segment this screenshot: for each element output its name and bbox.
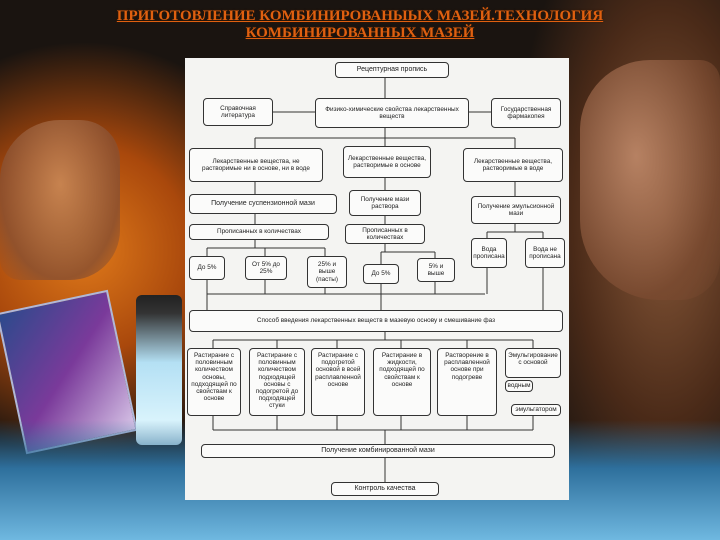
method-4-box: Растирание в жидкости, подходящей по сво… <box>373 348 431 416</box>
slide-title-line2: КОМБИНИРОВАННЫХ МАЗЕЙ <box>245 25 475 41</box>
flowchart-connectors <box>206 78 544 482</box>
water-not-prescribed-box: Вода не прописана <box>525 238 565 268</box>
water-prescribed-box: Вода прописана <box>471 238 507 268</box>
from-5-to-25-box: От 5% до 25% <box>245 256 287 280</box>
method-6-emulsifier-box: эмульгатором <box>511 404 561 416</box>
method-6-water-box: водным <box>505 380 533 392</box>
combined-box: Получение комбинированной мази <box>201 444 555 458</box>
method-1-box: Растирание с половинным количеством осно… <box>187 348 241 416</box>
method-6-box: Эмульгирование с основой <box>505 348 561 378</box>
flowchart-panel: Рецептурная пропись Справочная литератур… <box>185 58 569 500</box>
up-to-5-mid-box: До 5% <box>363 264 399 284</box>
prescribed-left-box: Прописанных в количествах <box>189 224 329 240</box>
recipe-box: Рецептурная пропись <box>335 62 449 78</box>
method-2-box: Растирание с половинным количеством подх… <box>249 348 305 416</box>
insoluble-box: Лекарственные вещества, не растворимые н… <box>189 148 323 182</box>
pharmacopoeia-box: Государственная фармакопея <box>491 98 561 128</box>
slide-title-line1: ПРИГОТОВЛЕНИЕ КОМБИНИРОВАНЫЫХ МАЗЕЙ.ТЕХН… <box>116 8 604 24</box>
reference-box: Справочная литература <box>203 98 273 126</box>
method-box: Способ введения лекарственных веществ в … <box>189 310 563 332</box>
up-to-5-left-box: До 5% <box>189 256 225 280</box>
background-hand-right <box>580 60 720 300</box>
soluble-base-box: Лекарственные вещества, растворимые в ос… <box>343 146 431 178</box>
over-25-box: 25% и выше (пасты) <box>307 256 347 288</box>
method-3-box: Растирание с подогретой основой в всей р… <box>311 348 365 416</box>
prescribed-mid-box: Прописанных в количествах <box>345 224 425 244</box>
suspension-box: Получение суспензионной мази <box>189 194 337 214</box>
emulsion-box: Получение эмульсионной мази <box>471 196 561 224</box>
over-5-box: 5% и выше <box>417 258 455 282</box>
slide-title: ПРИГОТОВЛЕНИЕ КОМБИНИРОВАНЫЫХ МАЗЕЙ.ТЕХН… <box>0 8 720 42</box>
soluble-water-box: Лекарственные вещества, растворимые в во… <box>463 148 563 182</box>
properties-box: Физико-химические свойства лекарственных… <box>315 98 469 128</box>
quality-box: Контроль качества <box>331 482 439 496</box>
solution-box: Получение мази раствора <box>349 190 421 216</box>
method-5-box: Растворение в расплавленной основе при п… <box>437 348 497 416</box>
background-hand-left <box>0 120 120 280</box>
